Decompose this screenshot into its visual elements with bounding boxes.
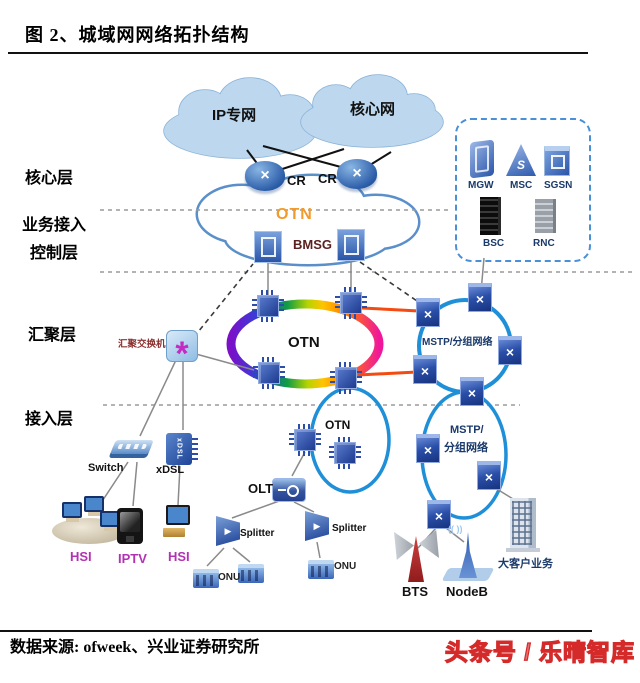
splitter1-label: Splitter	[240, 528, 275, 539]
enterprise-label: 大客户业务	[498, 558, 553, 570]
access-mstp-node-right-icon	[477, 461, 501, 490]
splitter2-label: Splitter	[332, 523, 367, 534]
otn-node-tr-icon	[335, 287, 367, 319]
otn-node-br-icon	[330, 362, 362, 394]
sgsn-icon	[544, 146, 570, 176]
hsi2-label: HSI	[168, 549, 190, 564]
cloud-label-core-network: 核心网	[350, 101, 396, 118]
access-mstp-node-left-icon	[416, 434, 440, 463]
otn-cloud-label: OTN	[276, 206, 313, 223]
onu-box-a-icon	[193, 569, 219, 588]
olt-label: OLT	[248, 481, 274, 496]
link-corecloud-cr1	[272, 148, 345, 173]
cr2-router-icon	[337, 159, 377, 189]
otn-rainbow-ring	[226, 299, 384, 389]
mstp-node-right-icon	[498, 336, 522, 365]
bts-label: BTS	[402, 584, 428, 599]
olt-device-icon	[272, 478, 306, 502]
sgsn-label: SGSN	[544, 180, 573, 191]
link-aggswitch-bmsg1-dashed	[193, 263, 254, 338]
link-otn-mstp-bottom	[357, 370, 418, 377]
cr2-label: CR	[318, 171, 337, 186]
hsi1-label: HSI	[70, 549, 92, 564]
bmsg-label: BMSG	[293, 237, 332, 252]
link-aggswitch-switch	[139, 359, 177, 437]
hsi2-base-icon	[163, 528, 185, 537]
switch-label: Switch	[88, 462, 124, 474]
xdsl-device-icon: xDSL	[166, 433, 198, 465]
onu-box-c-icon	[308, 560, 334, 579]
bsc-label: BSC	[483, 238, 505, 249]
hsi-pc2-icon	[84, 496, 104, 516]
access-mstp-node-bottom-icon	[427, 500, 451, 529]
aggregation-switch-icon	[166, 330, 198, 362]
link-aggswitch-otnchip	[195, 353, 255, 371]
bsc-icon	[480, 197, 501, 235]
data-source: 数据来源: ofweek、兴业证券研究所	[10, 639, 260, 656]
switch-icon	[110, 440, 154, 454]
mgw-label: MGW	[468, 180, 494, 191]
nodeb-waves-icon: (( ))	[448, 524, 463, 534]
link-otnchip-olt	[291, 451, 306, 477]
link-splitter2-onu-c	[316, 541, 321, 559]
mgw-icon	[470, 139, 494, 179]
access-mstp-label-line2: 分组网络	[444, 442, 488, 454]
watermark: 头条号 / 乐晴智库	[444, 639, 635, 666]
msc-label: MSC	[510, 180, 533, 191]
layer-label-core: 核心层	[25, 170, 74, 187]
xdsl-label: xDSL	[156, 464, 185, 476]
xdsl-device-text: xDSL	[175, 438, 183, 460]
access-otn-node-left-icon	[289, 424, 321, 456]
link-ipcloud-cr2	[262, 145, 353, 171]
link-splitter1-onu-a	[206, 547, 225, 567]
figure-title: 图 2、城域网网络拓扑结构	[25, 25, 250, 45]
onu1-label: ONU	[218, 572, 241, 583]
bmsg2-device-icon	[337, 229, 365, 261]
enterprise-building-icon	[506, 498, 540, 552]
cr1-label: CR	[287, 173, 306, 188]
mstp-node-lefttop-icon	[416, 298, 440, 327]
link-olt-splitter2	[293, 501, 315, 513]
mstp-ring-label: MSTP/分组网络	[422, 337, 493, 348]
onu-box-b-icon	[238, 564, 264, 583]
mstp-node-bottom-icon	[460, 377, 484, 406]
legend-box	[455, 118, 591, 262]
mstp-node-leftbottom-icon	[413, 355, 437, 384]
hsi2-monitor-icon	[166, 505, 190, 525]
mstp-node-top-icon	[468, 283, 492, 312]
rnc-icon	[535, 199, 556, 233]
footer-rule	[0, 630, 592, 632]
link-otn-mstp-top	[361, 306, 420, 313]
link-mstp-nodeb	[445, 527, 465, 543]
otn-node-tl-icon	[252, 290, 284, 322]
link-switch-iptv	[132, 461, 138, 507]
layer-label-control-line2: 控制层	[29, 245, 78, 262]
link-xdsl-hsi	[177, 465, 181, 506]
access-otn-node-bottom-icon	[329, 437, 361, 469]
otn-ring-label: OTN	[288, 334, 320, 351]
iptv-icon	[117, 508, 143, 544]
onu2-label: ONU	[334, 561, 357, 572]
cr1-router-icon	[245, 161, 285, 191]
link-splitter1-onu-b	[232, 547, 251, 563]
hsi-pc1-icon	[62, 502, 82, 522]
nodeb-label: NodeB	[446, 584, 488, 599]
bmsg1-device-icon	[254, 231, 282, 263]
access-mstp-label-line1: MSTP/	[450, 424, 484, 436]
layer-label-access: 接入层	[25, 411, 74, 428]
cloud-core-network	[300, 74, 444, 148]
otn-node-bl-icon	[253, 357, 285, 389]
cloud-label-ip-network: IP专网	[212, 107, 257, 124]
aggregation-switch-label: 汇聚交换机	[118, 339, 166, 350]
link-olt-splitter1	[231, 499, 283, 519]
rnc-label: RNC	[533, 238, 555, 249]
link-bmsg2-mstp-dashed	[359, 261, 421, 304]
layer-label-aggregation: 汇聚层	[28, 327, 77, 344]
title-rule	[8, 52, 588, 54]
layer-label-control-line1: 业务接入	[21, 217, 86, 234]
iptv-label: IPTV	[118, 551, 147, 566]
layer-label-control: 业务接入 控制层	[12, 211, 96, 263]
access-otn-ring-label: OTN	[325, 418, 351, 432]
